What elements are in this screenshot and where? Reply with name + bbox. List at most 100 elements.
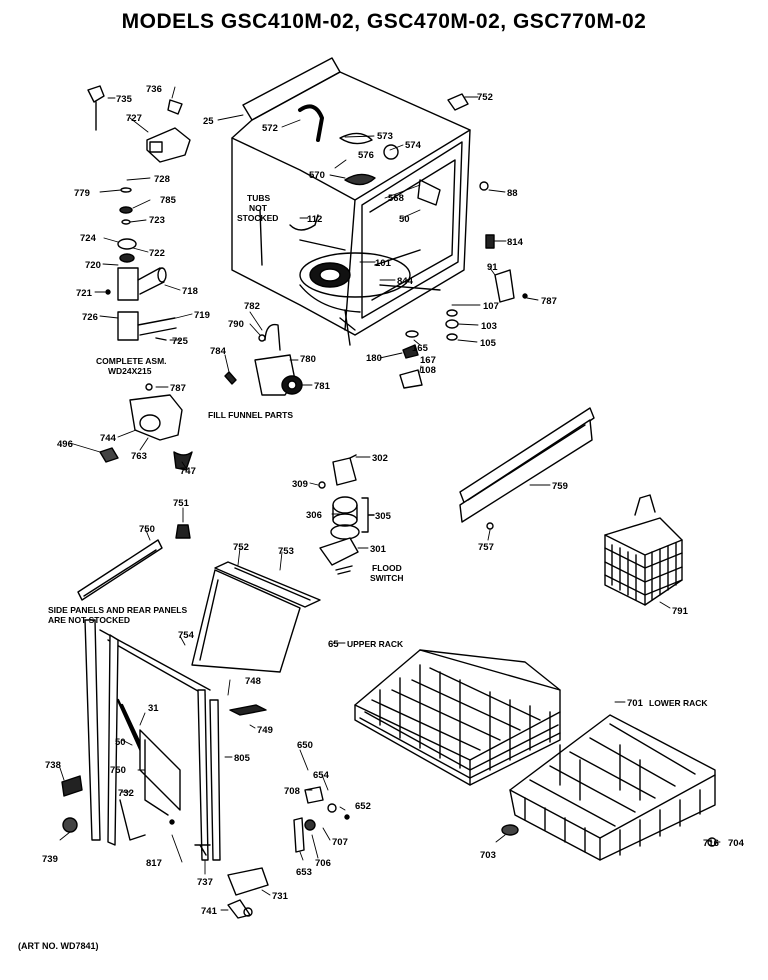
part-label-652: 652 xyxy=(355,801,371,812)
part-label-736: 736 xyxy=(146,84,162,95)
part-label-791: 791 xyxy=(672,606,689,617)
part-label-701: 701 xyxy=(627,698,644,709)
part-label-844: 844 xyxy=(397,276,414,287)
part-label-50-upper: 50 xyxy=(399,214,410,225)
tub-drawing xyxy=(231,57,471,346)
caption-tubs-line-1: TUBS xyxy=(247,193,270,203)
part-label-703: 703 xyxy=(480,850,496,861)
caption-flood-line-1: FLOOD xyxy=(372,563,402,573)
part-label-25: 25 xyxy=(203,116,214,127)
part-label-719: 719 xyxy=(194,310,210,321)
part-label-724: 724 xyxy=(80,233,97,244)
part-label-739: 739 xyxy=(42,854,58,865)
part-label-752-lower: 752 xyxy=(233,542,249,553)
part-label-31: 31 xyxy=(148,703,159,714)
fill-funnel-drawing xyxy=(224,323,303,396)
part-label-805: 805 xyxy=(234,753,251,764)
part-label-302: 302 xyxy=(372,453,388,464)
leader-lines xyxy=(59,86,721,911)
silverware-basket-drawing xyxy=(604,494,683,606)
art-number: (ART NO. WD7841) xyxy=(18,941,99,951)
caption-lower-rack: LOWER RACK xyxy=(649,698,708,708)
part-label-817: 817 xyxy=(146,858,162,869)
side-panel-drawing xyxy=(77,524,191,601)
part-label-574: 574 xyxy=(405,140,422,151)
part-label-704: 704 xyxy=(728,838,745,849)
part-label-749: 749 xyxy=(257,725,273,736)
door-frame-drawing xyxy=(61,619,269,919)
part-label-737: 737 xyxy=(197,877,213,888)
part-label-103: 103 xyxy=(481,321,497,332)
part-label-105: 105 xyxy=(480,338,497,349)
caption-flood-line-2: SWITCH xyxy=(370,573,404,583)
caption-side-panels-line-2: ARE NOT STOCKED xyxy=(48,615,130,625)
left-hardware xyxy=(87,85,191,341)
hinge-parts-drawing xyxy=(293,786,350,853)
captions: TUBS NOT STOCKED COMPLETE ASM. WD24X215 … xyxy=(48,193,708,708)
diagram-title: MODELS GSC410M-02, GSC470M-02, GSC770M-0… xyxy=(121,10,647,33)
part-label-65: 65 xyxy=(328,639,339,650)
right-hardware xyxy=(399,93,528,389)
part-label-757: 757 xyxy=(478,542,494,553)
part-label-167: 167 xyxy=(420,355,436,366)
part-label-759: 759 xyxy=(552,481,568,492)
part-label-763: 763 xyxy=(131,451,147,462)
part-label-496: 496 xyxy=(57,439,73,450)
caption-tubs-line-3: STOCKED xyxy=(237,213,278,223)
part-label-750-upper: 750 xyxy=(139,524,155,535)
part-label-306: 306 xyxy=(306,510,322,521)
part-label-787-valve: 787 xyxy=(170,383,186,394)
part-label-650: 650 xyxy=(297,740,313,751)
part-label-726: 726 xyxy=(82,312,98,323)
caption-complete-asm-part: WD24X215 xyxy=(108,366,152,376)
part-label-725: 725 xyxy=(172,336,189,347)
part-label-785: 785 xyxy=(160,195,177,206)
part-label-107: 107 xyxy=(483,301,499,312)
part-label-720: 720 xyxy=(85,260,101,271)
part-label-309: 309 xyxy=(292,479,308,490)
part-label-653: 653 xyxy=(296,867,312,878)
part-label-814: 814 xyxy=(507,237,524,248)
part-label-752-upper: 752 xyxy=(477,92,493,103)
part-label-754: 754 xyxy=(178,630,195,641)
part-label-576: 576 xyxy=(358,150,374,161)
part-label-707: 707 xyxy=(332,837,348,848)
part-label-573: 573 xyxy=(377,131,393,142)
part-label-721: 721 xyxy=(76,288,93,299)
part-label-747: 747 xyxy=(180,466,196,477)
part-label-706: 706 xyxy=(315,858,331,869)
part-label-91: 91 xyxy=(487,262,498,273)
part-label-784: 784 xyxy=(210,346,227,357)
part-label-654: 654 xyxy=(313,770,330,781)
part-label-101: 101 xyxy=(375,258,392,269)
part-label-112: 112 xyxy=(307,214,322,225)
part-label-305: 305 xyxy=(375,511,392,522)
part-label-708: 708 xyxy=(284,786,300,797)
upper-rack-drawing xyxy=(354,649,561,786)
caption-fill-funnel: FILL FUNNEL PARTS xyxy=(208,410,293,420)
part-label-570: 570 xyxy=(309,170,325,181)
part-label-568: 568 xyxy=(388,193,404,204)
part-label-750-lower: 750 xyxy=(110,765,126,776)
part-label-741: 741 xyxy=(201,906,218,917)
part-label-779: 779 xyxy=(74,188,90,199)
part-label-722: 722 xyxy=(149,248,165,259)
part-label-108: 108 xyxy=(420,365,436,376)
caption-complete-asm: COMPLETE ASM. xyxy=(96,356,167,366)
part-label-787-right: 787 xyxy=(541,296,557,307)
part-numbers: 735 736 727 25 572 573 574 576 570 752 7… xyxy=(42,84,745,917)
part-label-50-lower: 50 xyxy=(115,737,126,748)
part-label-572: 572 xyxy=(262,123,278,134)
part-label-723: 723 xyxy=(149,215,165,226)
part-label-751: 751 xyxy=(173,498,190,509)
part-label-735: 735 xyxy=(116,94,133,105)
part-label-180: 180 xyxy=(366,353,382,364)
part-label-718: 718 xyxy=(182,286,198,297)
part-label-728: 728 xyxy=(154,174,170,185)
part-label-731: 731 xyxy=(272,891,289,902)
part-label-165: 165 xyxy=(412,343,429,354)
part-label-732: 732 xyxy=(118,788,134,799)
part-label-753: 753 xyxy=(278,546,294,557)
